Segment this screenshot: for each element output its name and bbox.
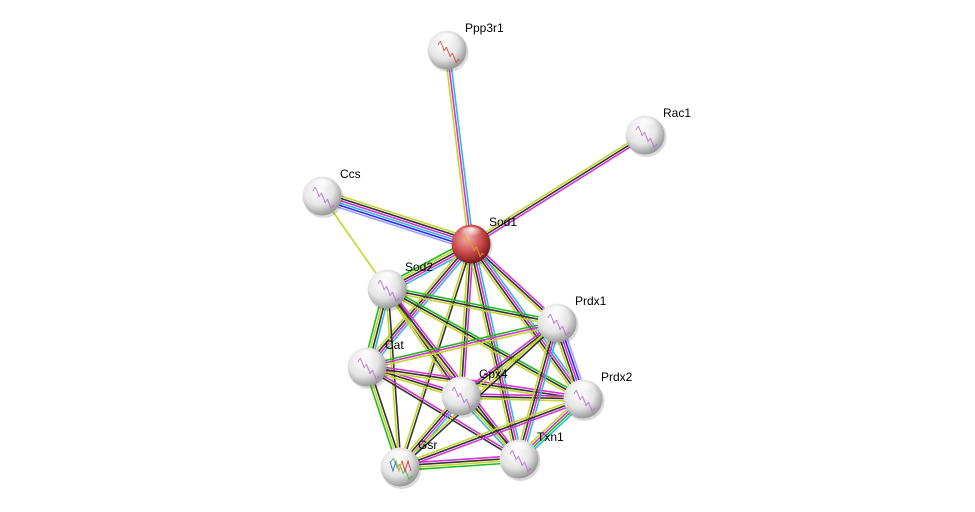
edge-line-coexpression (322, 191, 473, 242)
edge-line-textmining (460, 397, 583, 403)
edge-prdx2-gsr[interactable] (398, 396, 585, 470)
edge-line-coexpression (517, 322, 557, 459)
edge-ccs-sod1[interactable] (319, 189, 474, 251)
edge-line-experiments (519, 323, 559, 460)
node-prdx1[interactable]: Prdx1 (537, 294, 607, 345)
node-cat[interactable]: Cat (347, 338, 405, 389)
edge-line-databases (321, 196, 471, 246)
edge-line-experiments (367, 363, 584, 398)
node-label: Prdx1 (575, 294, 607, 308)
edge-line-textmining (514, 321, 555, 459)
edge-line-textmining (385, 290, 583, 402)
edge-ppp3r1-sod1[interactable] (443, 49, 475, 245)
edge-line-experiments (459, 320, 557, 395)
node-label: Sod2 (405, 260, 433, 274)
edge-line-experiments (400, 400, 585, 470)
edge-line-experiments (322, 194, 472, 244)
edge-line-coexpression (365, 242, 471, 367)
edge-line-experiments (366, 322, 558, 368)
node-sod2[interactable]: Sod2 (367, 260, 434, 311)
edge-line-coexpression (469, 244, 583, 401)
edge-line-experiments (462, 244, 475, 397)
edge-line-neighborhood (387, 285, 558, 322)
edge-sod1-gpx4[interactable] (457, 243, 475, 397)
edge-line-experiments (471, 242, 585, 399)
edge-line-coexpression (386, 288, 462, 397)
node-label: Gpx4 (479, 367, 508, 381)
edge-line-textmining (398, 396, 583, 466)
edge-line-textmining (398, 243, 471, 467)
edge-line-textmining (323, 189, 474, 240)
edge-line-coexpression (460, 243, 472, 397)
edge-line-experiments (472, 241, 560, 322)
edge-line-textmining (385, 289, 400, 468)
edge-prdx1-txn1[interactable] (514, 321, 562, 461)
edge-line-textmining (443, 50, 470, 245)
edge-line-textmining (457, 243, 470, 396)
edge-line-neighborhood (366, 319, 557, 366)
edge-line-databases (448, 49, 475, 244)
node-label: Prdx2 (601, 370, 633, 384)
edge-line-experiments (471, 136, 647, 247)
edge-line-coexpression (365, 367, 519, 461)
edge-line-textmining (367, 324, 558, 371)
node-txn1[interactable]: Txn1 (499, 430, 565, 481)
edge-gsr-txn1[interactable] (399, 454, 520, 472)
node-ccs[interactable]: Ccs (302, 167, 361, 218)
node-rac1[interactable]: Rac1 (625, 106, 692, 157)
edge-sod2-prdx1[interactable] (386, 285, 558, 327)
edge-line-databases (521, 323, 562, 461)
edge-line-coexpression (470, 134, 646, 245)
node-label: Rac1 (663, 106, 691, 120)
edge-line-coexpression (386, 288, 558, 324)
node-label: Cat (385, 338, 404, 352)
node-sod1[interactable]: Sod1 (451, 215, 518, 266)
edge-line-coexpression (399, 457, 519, 467)
node-label: Txn1 (537, 430, 564, 444)
node-label: Ccs (340, 167, 361, 181)
edge-line-textmining (386, 290, 557, 327)
edge-line-experiments (388, 287, 522, 459)
edge-line-experiments (446, 49, 472, 245)
node-prdx2[interactable]: Prdx2 (563, 370, 633, 421)
protein-structure-icon (401, 459, 412, 473)
node-label: Gsr (418, 438, 437, 452)
node-gpx4[interactable]: Gpx4 (441, 367, 509, 418)
edge-line-textmining (469, 132, 645, 243)
node-label: Sod1 (489, 215, 517, 229)
edge-line-homology (319, 200, 470, 251)
edge-line-coexpression (399, 398, 584, 468)
node-gsr[interactable]: Gsr (380, 438, 438, 489)
edge-line-coexpression (386, 288, 584, 400)
edge-line-neighborhood (400, 461, 520, 472)
edge-line-experiments (399, 454, 519, 465)
edge-line-experiments (367, 244, 473, 369)
edge-line-textmining (400, 459, 520, 469)
edge-cat-prdx1[interactable] (366, 319, 558, 371)
edge-line-cooccurrence (320, 198, 471, 249)
edge-rac1-sod1[interactable] (469, 132, 647, 247)
edge-line-textmining (467, 245, 581, 402)
edge-line-coexpression (460, 395, 584, 400)
node-label: Ppp3r1 (465, 21, 504, 35)
node-ppp3r1[interactable]: Ppp3r1 (427, 21, 505, 72)
